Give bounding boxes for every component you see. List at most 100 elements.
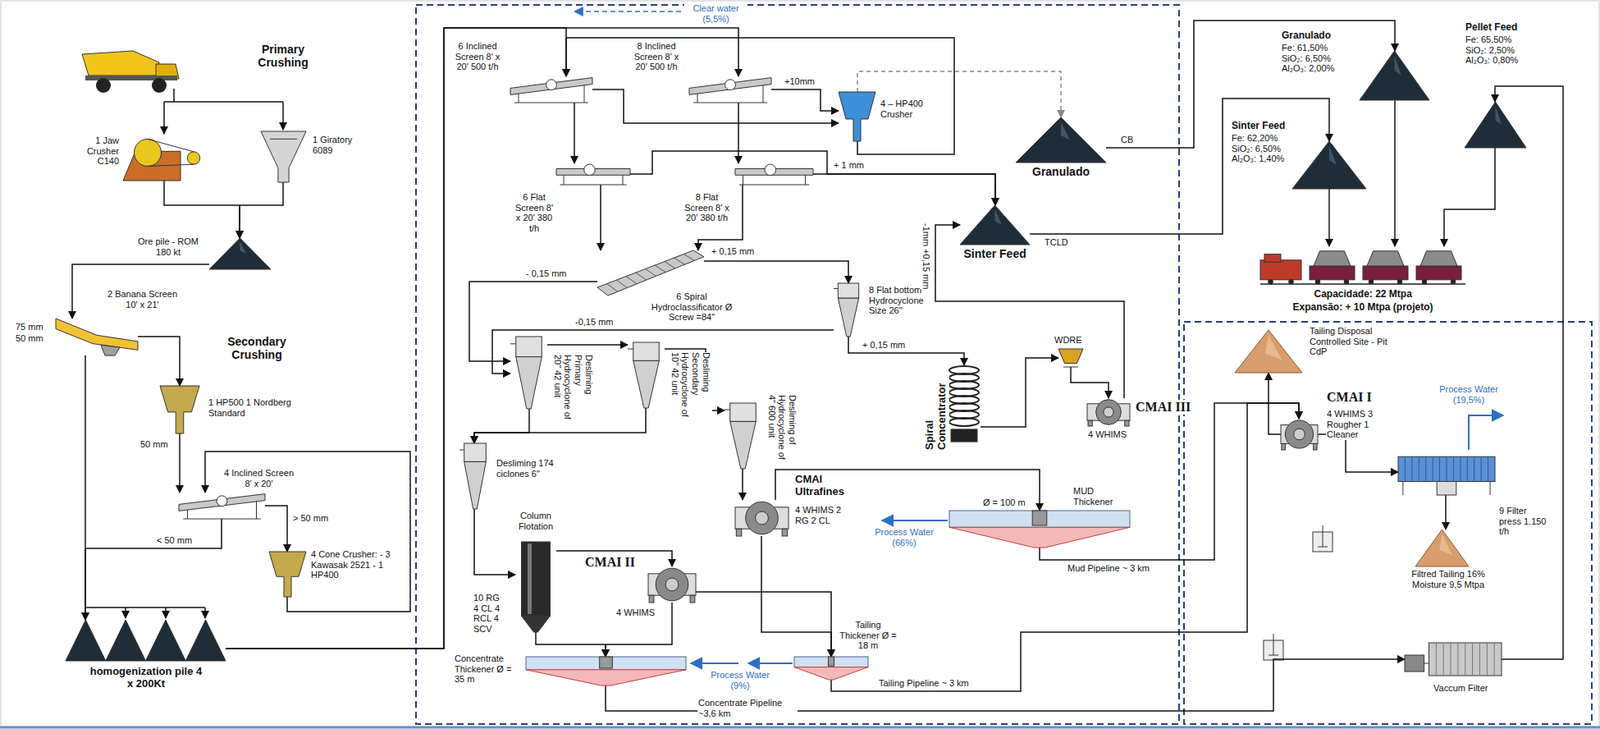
equipment-icon bbox=[510, 76, 593, 103]
equipment-icon bbox=[724, 402, 762, 469]
haul-truck bbox=[82, 50, 179, 93]
flow-line bbox=[935, 224, 1125, 398]
equipment-icon bbox=[1280, 418, 1318, 450]
equipment-label: Sinter Feed bbox=[1230, 120, 1286, 133]
drawing-part bbox=[693, 102, 768, 104]
equipment-label: 6 Flat Screen 8' x 20' 380 t/h bbox=[512, 192, 556, 234]
edge-label: Mud Pipeline ~ 3 km bbox=[1066, 562, 1151, 574]
free-label: 50 mm bbox=[14, 333, 45, 344]
equipment-label: 1 HP500 1 Nordberg Standard bbox=[207, 397, 312, 418]
equipment-node: CMAI I4 WHIMS 3 Rougher 1 Cleaner bbox=[1280, 418, 1318, 450]
drawing-part bbox=[510, 342, 517, 344]
equipment-icon bbox=[735, 499, 789, 536]
drawing-part bbox=[464, 443, 487, 462]
flow-line bbox=[1268, 372, 1281, 435]
water-arrow bbox=[574, 10, 682, 13]
flow-line bbox=[137, 336, 180, 386]
equipment-icon bbox=[209, 237, 271, 270]
equipment-node: 4 Cone Crusher: - 3 Kawasak 2521 - 1 HP4… bbox=[269, 551, 307, 597]
equipment-label: Desliming of Hydrocyclone of 4" 600 unit bbox=[765, 394, 799, 465]
drawing-part bbox=[1088, 420, 1093, 426]
equipment-icon bbox=[689, 76, 772, 103]
drawing-part bbox=[690, 594, 695, 603]
drawing-part bbox=[1425, 456, 1427, 481]
equipment-label: 6 Spiral Hydroclassificator Ø Screw =84" bbox=[645, 291, 738, 323]
edge-label: TCLD bbox=[1043, 237, 1070, 248]
equipment-label: 1 Jaw Crusher C140 bbox=[78, 135, 120, 167]
flow-line bbox=[741, 468, 744, 500]
drawing-part bbox=[837, 283, 859, 298]
feed-line bbox=[164, 88, 284, 102]
drawing-part bbox=[838, 91, 876, 142]
drawing-part bbox=[1459, 456, 1461, 481]
equipment-icon bbox=[525, 656, 686, 686]
drawing-part bbox=[1432, 456, 1434, 481]
tailing-area-border bbox=[1184, 321, 1592, 724]
drawing-part bbox=[584, 84, 586, 103]
drawing-part bbox=[1421, 278, 1427, 284]
drawing-part bbox=[1265, 334, 1283, 360]
drawing-part bbox=[1234, 329, 1303, 373]
equipment-icon bbox=[597, 250, 704, 296]
free-label: 50 mm bbox=[139, 438, 170, 450]
drawing-part bbox=[1032, 510, 1047, 526]
equipment-node: 6 Flat Screen 8' x 20' 380 t/h bbox=[556, 163, 631, 185]
drawing-part bbox=[1404, 456, 1406, 481]
drawing-part bbox=[597, 250, 704, 296]
equipment-label: Fe: 65,50% SiO₂: 2,50% Al₂O₃: 0,80% bbox=[1464, 34, 1526, 66]
drawing-part bbox=[209, 237, 271, 270]
edge-label: > 50 mm bbox=[292, 512, 330, 524]
drawing-part bbox=[521, 615, 551, 632]
drawing-part bbox=[1264, 254, 1281, 263]
equipment-label: Capacidade: 22 Mtpa bbox=[1313, 288, 1413, 301]
agitator-tank bbox=[1263, 633, 1284, 660]
drawing-part bbox=[1457, 642, 1459, 676]
equipment-node: 8 Flat Screen 8' x 20' 380 t/h bbox=[735, 163, 814, 185]
flow-line bbox=[1444, 494, 1447, 530]
equipment-node: Ore pile - ROM 180 kt bbox=[209, 237, 271, 270]
drawing-part bbox=[1368, 278, 1374, 284]
equipment-icon bbox=[269, 551, 307, 597]
drawing-part bbox=[1424, 662, 1430, 664]
equipment-label: Sinter Feed bbox=[963, 246, 1028, 261]
equipment-icon bbox=[1398, 449, 1495, 495]
drawing-part bbox=[1103, 406, 1114, 417]
drawing-part bbox=[1439, 533, 1453, 555]
equipment-icon bbox=[123, 135, 206, 181]
drawing-part bbox=[1415, 529, 1469, 567]
drawing-part bbox=[151, 77, 167, 93]
flow-line bbox=[1328, 188, 1331, 247]
drawing-part bbox=[1495, 106, 1503, 125]
equipment-icon bbox=[1415, 529, 1469, 567]
equipment-node: 1 Jaw Crusher C140 bbox=[123, 135, 206, 181]
drawing-part bbox=[949, 526, 1130, 548]
distribution-line bbox=[164, 607, 167, 618]
equipment-icon bbox=[65, 619, 226, 661]
edge-label: +10mm bbox=[783, 76, 816, 87]
equipment-label: 6 Inclined Screen 8' x 20' 500 t/h bbox=[448, 41, 508, 73]
free-label: Process Water (9%) bbox=[706, 669, 774, 691]
drawing-part bbox=[1404, 654, 1425, 672]
equipment-node: Spiral Concentrator bbox=[947, 365, 981, 444]
drawing-part bbox=[1486, 642, 1488, 676]
equipment-label: Ore pile - ROM 180 kt bbox=[130, 236, 206, 257]
equipment-node: Desliming 174 ciclones 6" bbox=[459, 443, 491, 509]
flow-line bbox=[547, 343, 628, 346]
equipment-node: Filtred Tailing 16% Moisture 9,5 Mtpa bbox=[1415, 529, 1469, 567]
flow-line bbox=[474, 408, 530, 444]
equipment-label: WDRE bbox=[1053, 334, 1084, 346]
flow-line bbox=[492, 329, 834, 374]
drawing-part bbox=[724, 409, 731, 411]
drawing-part bbox=[635, 272, 647, 280]
drawing-part bbox=[950, 429, 978, 442]
equipment-node: Sinter Feed bbox=[960, 205, 1030, 245]
drawing-part bbox=[1322, 525, 1324, 547]
flow-line bbox=[813, 173, 996, 206]
flow-line bbox=[831, 402, 1299, 691]
equipment-label: 8 Inclined Screen 8' x 20' 500 t/h bbox=[626, 41, 686, 73]
drawing-part bbox=[1402, 481, 1404, 496]
flow-line bbox=[599, 184, 602, 251]
drawing-part bbox=[1359, 50, 1430, 101]
flow-line bbox=[1106, 20, 1395, 148]
equipment-icon bbox=[178, 492, 266, 519]
